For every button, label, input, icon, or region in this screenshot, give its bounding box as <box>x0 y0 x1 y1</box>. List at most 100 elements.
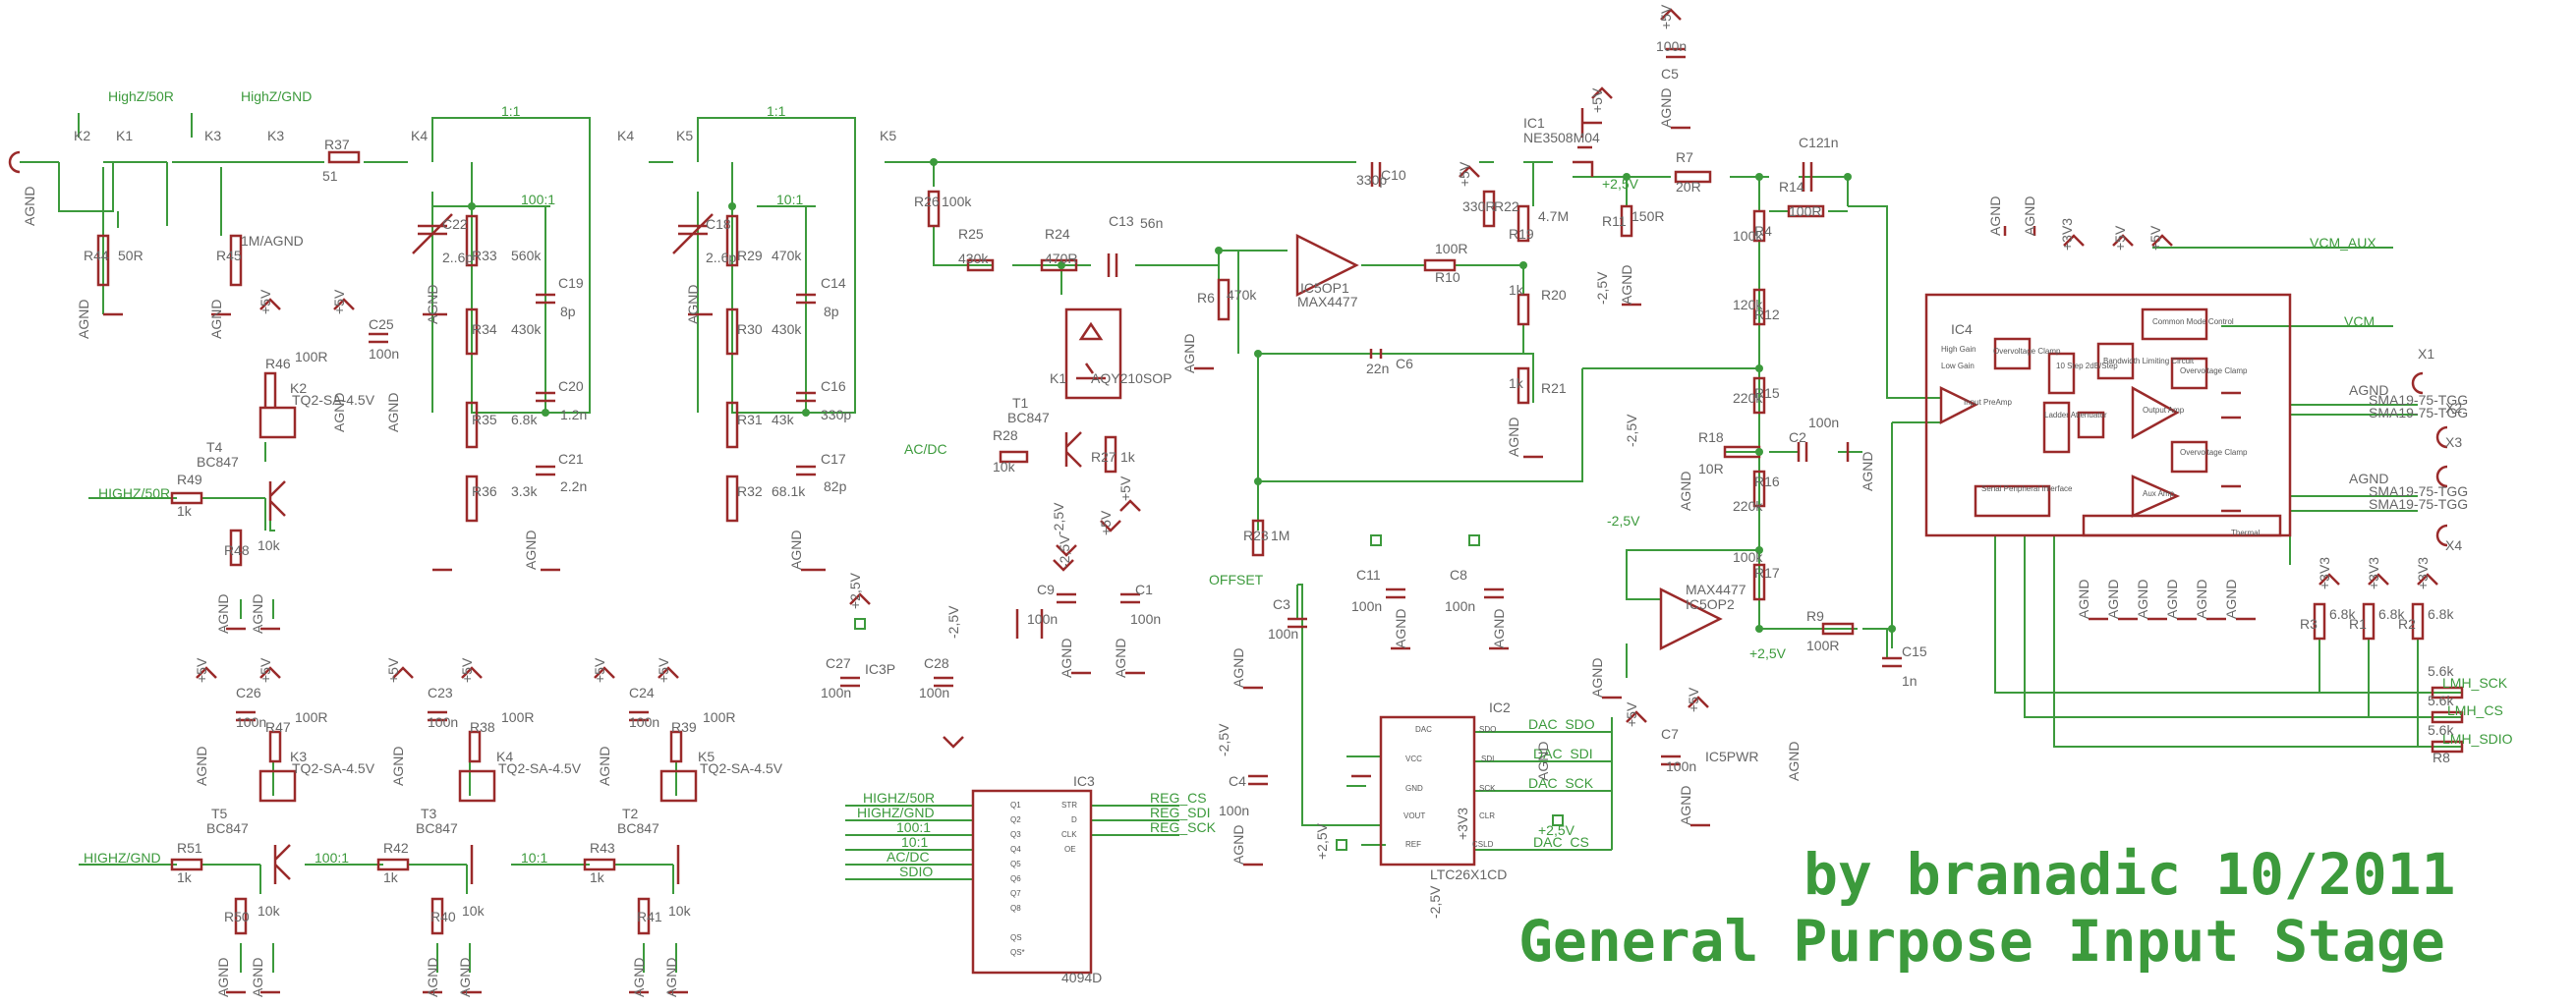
power-label: +5V <box>459 657 475 683</box>
part-label: 10k <box>993 459 1016 475</box>
chip-pin-label: Thermal <box>2231 529 2261 537</box>
power-label: AGND <box>1678 472 1693 511</box>
chip-pin-label: Serial Peripheral Interface <box>1981 484 2073 493</box>
part-label: K3 <box>204 128 221 143</box>
power-label: +2,5V <box>1314 822 1330 860</box>
power-label: AGND <box>1231 825 1246 865</box>
chip-pin-label: Low Gain <box>1941 362 1975 370</box>
power-label: AGND <box>2105 580 2121 619</box>
part-label: X1 <box>2418 346 2434 362</box>
net-label: DAC_CS <box>1533 834 1589 850</box>
power-label: AGND <box>390 747 406 786</box>
part-label: 43k <box>772 412 795 427</box>
part-label: 100n <box>1027 611 1058 627</box>
power-label: +5V <box>2112 225 2128 251</box>
power-label: AGND <box>2164 580 2180 619</box>
part-label: R7 <box>1676 149 1693 165</box>
part-label: R15 <box>1754 385 1780 401</box>
part-label: R44 <box>84 248 109 263</box>
part-label: R41 <box>637 909 662 924</box>
part-label: C14 <box>821 275 846 291</box>
net-label: 100:1 <box>896 819 931 835</box>
chip-pin-label: Q1 <box>1010 801 1021 810</box>
part-label: R51 <box>177 840 202 856</box>
part-label: 8p <box>824 304 839 319</box>
part-label: K3 <box>290 749 307 764</box>
net-label: LMH_CS <box>2447 702 2503 718</box>
net-label: AC/DC <box>904 441 947 457</box>
chip-pin-label: Q4 <box>1010 845 1021 854</box>
part-label: C19 <box>558 275 584 291</box>
part-label: C13 <box>1109 213 1134 229</box>
net-label: HighZ/GND <box>241 88 312 104</box>
power-label: AGND <box>2349 471 2388 486</box>
power-label: AGND <box>1491 609 1507 648</box>
power-label: AGND <box>2135 580 2150 619</box>
part-label: C10 <box>1381 167 1406 183</box>
part-label: IC3P <box>865 661 895 677</box>
part-label: R2 <box>2398 616 2416 632</box>
part-label: 220k <box>1733 498 1763 514</box>
chip-pin-label: Output Amp <box>2143 406 2185 415</box>
part-label: IC4 <box>1951 321 1973 337</box>
part-label: C11 <box>1356 567 1381 583</box>
power-label: AGND <box>331 393 347 432</box>
net-label: 1:1 <box>767 103 786 119</box>
power-label: AGND <box>1658 88 1674 128</box>
power-label: AGND <box>1987 196 2003 236</box>
part-label: 470k <box>1227 287 1257 303</box>
power-label: +3V3 <box>2317 557 2332 589</box>
part-label: 5.6k <box>2428 663 2454 679</box>
part-label: R42 <box>383 840 409 856</box>
chip-pin-label: Q6 <box>1010 874 1021 883</box>
power-label: AGND <box>1506 418 1521 457</box>
part-label: 100k <box>1733 549 1763 565</box>
power-label: -2,5V <box>1594 271 1610 305</box>
part-label: 2..6p <box>442 250 473 265</box>
part-label: C17 <box>821 451 846 467</box>
part-label: C28 <box>924 655 949 671</box>
part-label: R11 <box>1602 213 1627 229</box>
power-label: +5V <box>258 289 273 314</box>
power-label: AGND <box>457 958 473 997</box>
net-label: +2,5V <box>1749 645 1787 661</box>
power-label: AGND <box>385 393 401 432</box>
part-label: 1k <box>1509 282 1524 298</box>
part-label: 10R <box>1698 461 1724 476</box>
part-label: LTC26X1CD <box>1430 867 1507 882</box>
power-label: -2,5V <box>945 605 961 639</box>
part-label: MAX4477 <box>1686 582 1746 597</box>
chip-pin-label: SDI <box>1481 755 1494 763</box>
chip-pin-label: STR <box>1061 801 1077 810</box>
power-label: AGND <box>425 958 440 997</box>
part-label: 100n <box>428 714 458 730</box>
part-label: 1k <box>1120 449 1136 465</box>
power-label: AGND <box>215 594 231 634</box>
chip-pin-label: Q3 <box>1010 830 1021 839</box>
part-label: 100n <box>1656 38 1687 54</box>
part-label: SMA19-75-TGG <box>2369 392 2468 408</box>
net-label: SDIO <box>899 864 933 879</box>
power-label: AGND <box>2194 580 2209 619</box>
part-label: 20R <box>1676 179 1701 195</box>
part-label: 100n <box>1445 598 1475 614</box>
author-signature: by branadic 10/2011 <box>1803 841 2455 908</box>
net-label: AC/DC <box>887 849 930 865</box>
part-label: R39 <box>671 719 697 735</box>
part-label: R14 <box>1779 179 1804 195</box>
part-label: C21 <box>558 451 584 467</box>
chip-pin-label: D <box>1071 815 1077 824</box>
chip-pin-label: CLK <box>1061 830 1077 839</box>
part-label: T1 <box>1012 395 1029 411</box>
part-label: 10k <box>668 903 692 919</box>
power-label: AGND <box>208 300 224 339</box>
part-label: 6.8k <box>2428 606 2454 622</box>
power-label: AGND <box>1059 639 1074 678</box>
chip-pin-label: Aux Amp <box>2143 489 2175 498</box>
part-label: R1 <box>2349 616 2367 632</box>
power-label: AGND <box>1786 742 1802 781</box>
part-label: C5 <box>1661 66 1679 82</box>
part-label: 1k <box>177 869 193 885</box>
part-label: 82p <box>824 478 847 494</box>
